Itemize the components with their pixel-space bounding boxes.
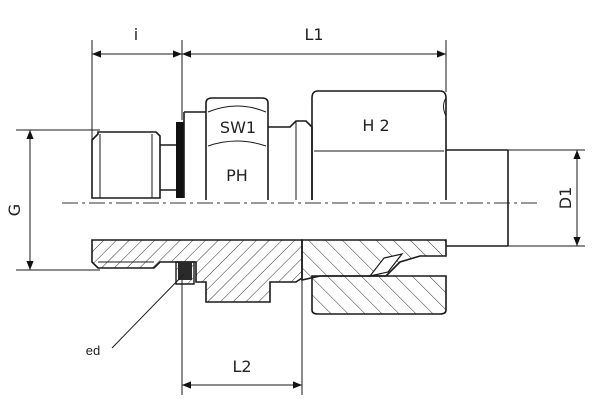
label-l2: L2 — [232, 357, 251, 376]
label-sw1: SW1 — [220, 118, 256, 137]
extension-lines — [16, 40, 585, 395]
label-d1: D1 — [556, 187, 575, 210]
label-i: i — [134, 25, 138, 44]
fitting-outline — [91, 90, 509, 246]
fitting-section — [91, 239, 508, 315]
label-ed: ed — [86, 343, 100, 358]
label-ph: PH — [226, 166, 248, 185]
label-l1: L1 — [304, 25, 323, 44]
ed-leader-line — [111, 273, 185, 349]
label-g: G — [5, 204, 24, 216]
label-h2: H 2 — [362, 116, 389, 135]
